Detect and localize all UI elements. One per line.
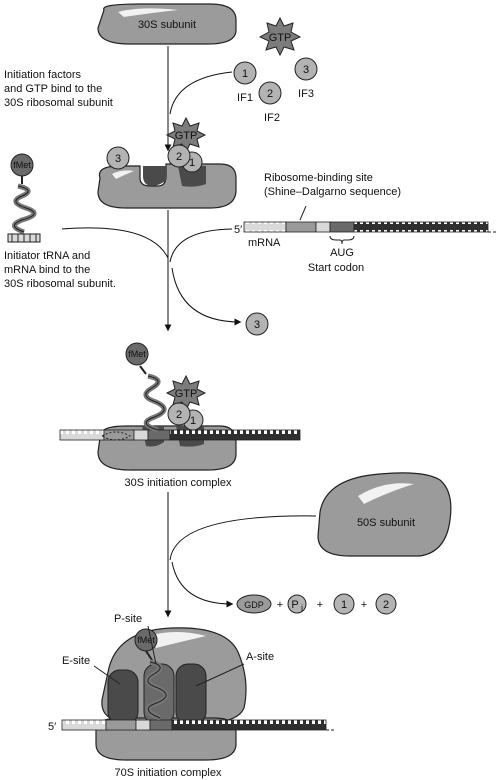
mrna-strand: 5′ Ribosome-binding site (Shine–Dalgarno… (234, 172, 496, 274)
arrow-step1-factors (169, 71, 233, 115)
gtp-starburst: GTP (258, 16, 302, 57)
arrow-release-products (171, 561, 234, 608)
svg-text:30S ribosomal subunit: 30S ribosomal subunit (4, 97, 113, 109)
arrow-step2-trna (61, 227, 169, 259)
step2-description: Initiator tRNA and mRNA bind to the 30S … (4, 250, 116, 290)
initiation-complex-30s: fMet GTP 1 2 30S initiation complex (59, 342, 301, 489)
svg-text:fMet: fMet (137, 635, 155, 645)
p-site-label: P-site (114, 613, 142, 625)
svg-text:1: 1 (189, 157, 195, 169)
rbs-label-line2: (Shine–Dalgarno sequence) (264, 186, 401, 198)
svg-text:2: 2 (176, 151, 182, 163)
subunit-50s: 50S subunit (317, 472, 452, 557)
svg-text:and GTP bind to the: and GTP bind to the (4, 83, 102, 95)
arrow-step3-50s (169, 515, 317, 561)
svg-text:+: + (361, 599, 367, 611)
svg-text:mRNA bind to the: mRNA bind to the (4, 264, 90, 276)
if3-number: 3 (303, 64, 309, 76)
svg-text:GTP: GTP (175, 388, 198, 400)
a-site-label: A-site (246, 651, 274, 663)
svg-text:Initiator tRNA and: Initiator tRNA and (4, 250, 90, 262)
svg-text:2: 2 (176, 409, 182, 421)
gdp-label: GDP (244, 600, 264, 610)
if2-number: 2 (267, 88, 273, 100)
svg-text:30S ribosomal subunit.: 30S ribosomal subunit. (4, 278, 116, 290)
complex-70s-label: 70S initiation complex (114, 767, 222, 779)
aug-label: AUG (330, 247, 354, 259)
if2-label: IF2 (264, 112, 280, 124)
complex-30s-label: 30S initiation complex (124, 477, 232, 489)
svg-text:+: + (277, 599, 283, 611)
arrow-if3-release (171, 267, 242, 326)
svg-text:+: + (317, 599, 323, 611)
svg-text:GTP: GTP (175, 130, 198, 142)
svg-text:3: 3 (115, 153, 121, 165)
mrna-five-prime: 5′ (234, 224, 242, 236)
initiator-trna: fMet (7, 153, 41, 243)
subunit-30s-label: 30S subunit (138, 19, 196, 31)
svg-text:Initiation factors: Initiation factors (4, 69, 82, 81)
pi-label: P (291, 599, 298, 611)
svg-text:1: 1 (341, 599, 347, 611)
svg-text:1: 1 (190, 415, 196, 427)
released-products: GDP + P i + 1 + 2 (236, 593, 397, 615)
subunit-30s-top: 30S subunit (97, 3, 237, 45)
released-if3: 3 (245, 312, 269, 336)
initiation-complex-70s: 5′ fMet P-site E-site A-site 70S initiat… (48, 613, 336, 779)
initiation-factors: 1 2 3 IF1 IF2 IF3 (233, 57, 318, 124)
rbs-label-line1: Ribosome-binding site (264, 172, 373, 184)
if1-number: 1 (242, 68, 248, 80)
svg-text:fMet: fMet (128, 349, 146, 359)
svg-text:3: 3 (254, 319, 260, 331)
if1-label: IF1 (237, 92, 253, 104)
svg-text:i: i (301, 603, 303, 613)
svg-text:2: 2 (383, 599, 389, 611)
gtp-label: GTP (269, 32, 292, 44)
start-codon-label: Start codon (308, 262, 364, 274)
e-site-label: E-site (62, 655, 90, 667)
step1-description: Initiation factors and GTP bind to the 3… (4, 69, 113, 109)
svg-text:fMet: fMet (13, 160, 31, 170)
mrna-label: mRNA (248, 237, 281, 249)
mrna-70s-five-prime: 5′ (48, 721, 56, 733)
arrow-step2-mrna (169, 228, 233, 263)
subunit-30s-with-ifs: GTP 1 2 3 (97, 116, 237, 209)
if3-label: IF3 (298, 88, 314, 100)
subunit-50s-label: 50S subunit (357, 517, 415, 529)
